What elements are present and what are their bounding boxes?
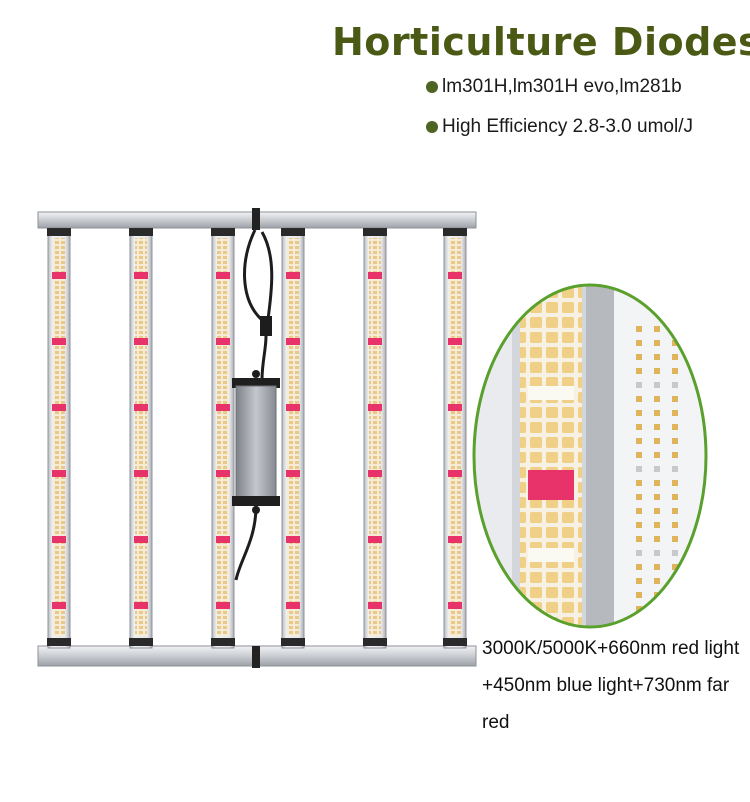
light-bar <box>211 227 235 649</box>
light-bar <box>47 227 71 649</box>
feature-bullet-diodes: lm301H,lm301H evo,lm281b <box>426 76 682 98</box>
light-bar <box>129 227 153 649</box>
feature-text-efficiency: High Efficiency 2.8-3.0 umol/J <box>442 116 693 137</box>
bullet-dot-icon <box>426 81 438 93</box>
bullet-dot-icon <box>426 121 438 133</box>
diode-closeup-icon <box>474 285 706 627</box>
page-title: Horticulture Diodes <box>332 20 750 64</box>
feature-text-diodes: lm301H,lm301H evo,lm281b <box>442 76 682 97</box>
light-bar <box>363 227 387 649</box>
light-bar <box>443 227 467 649</box>
feature-bullet-efficiency: High Efficiency 2.8-3.0 umol/J <box>426 116 693 138</box>
spectrum-caption: 3000K/5000K+660nm red light +450nm blue … <box>482 638 740 733</box>
light-bar <box>281 227 305 649</box>
